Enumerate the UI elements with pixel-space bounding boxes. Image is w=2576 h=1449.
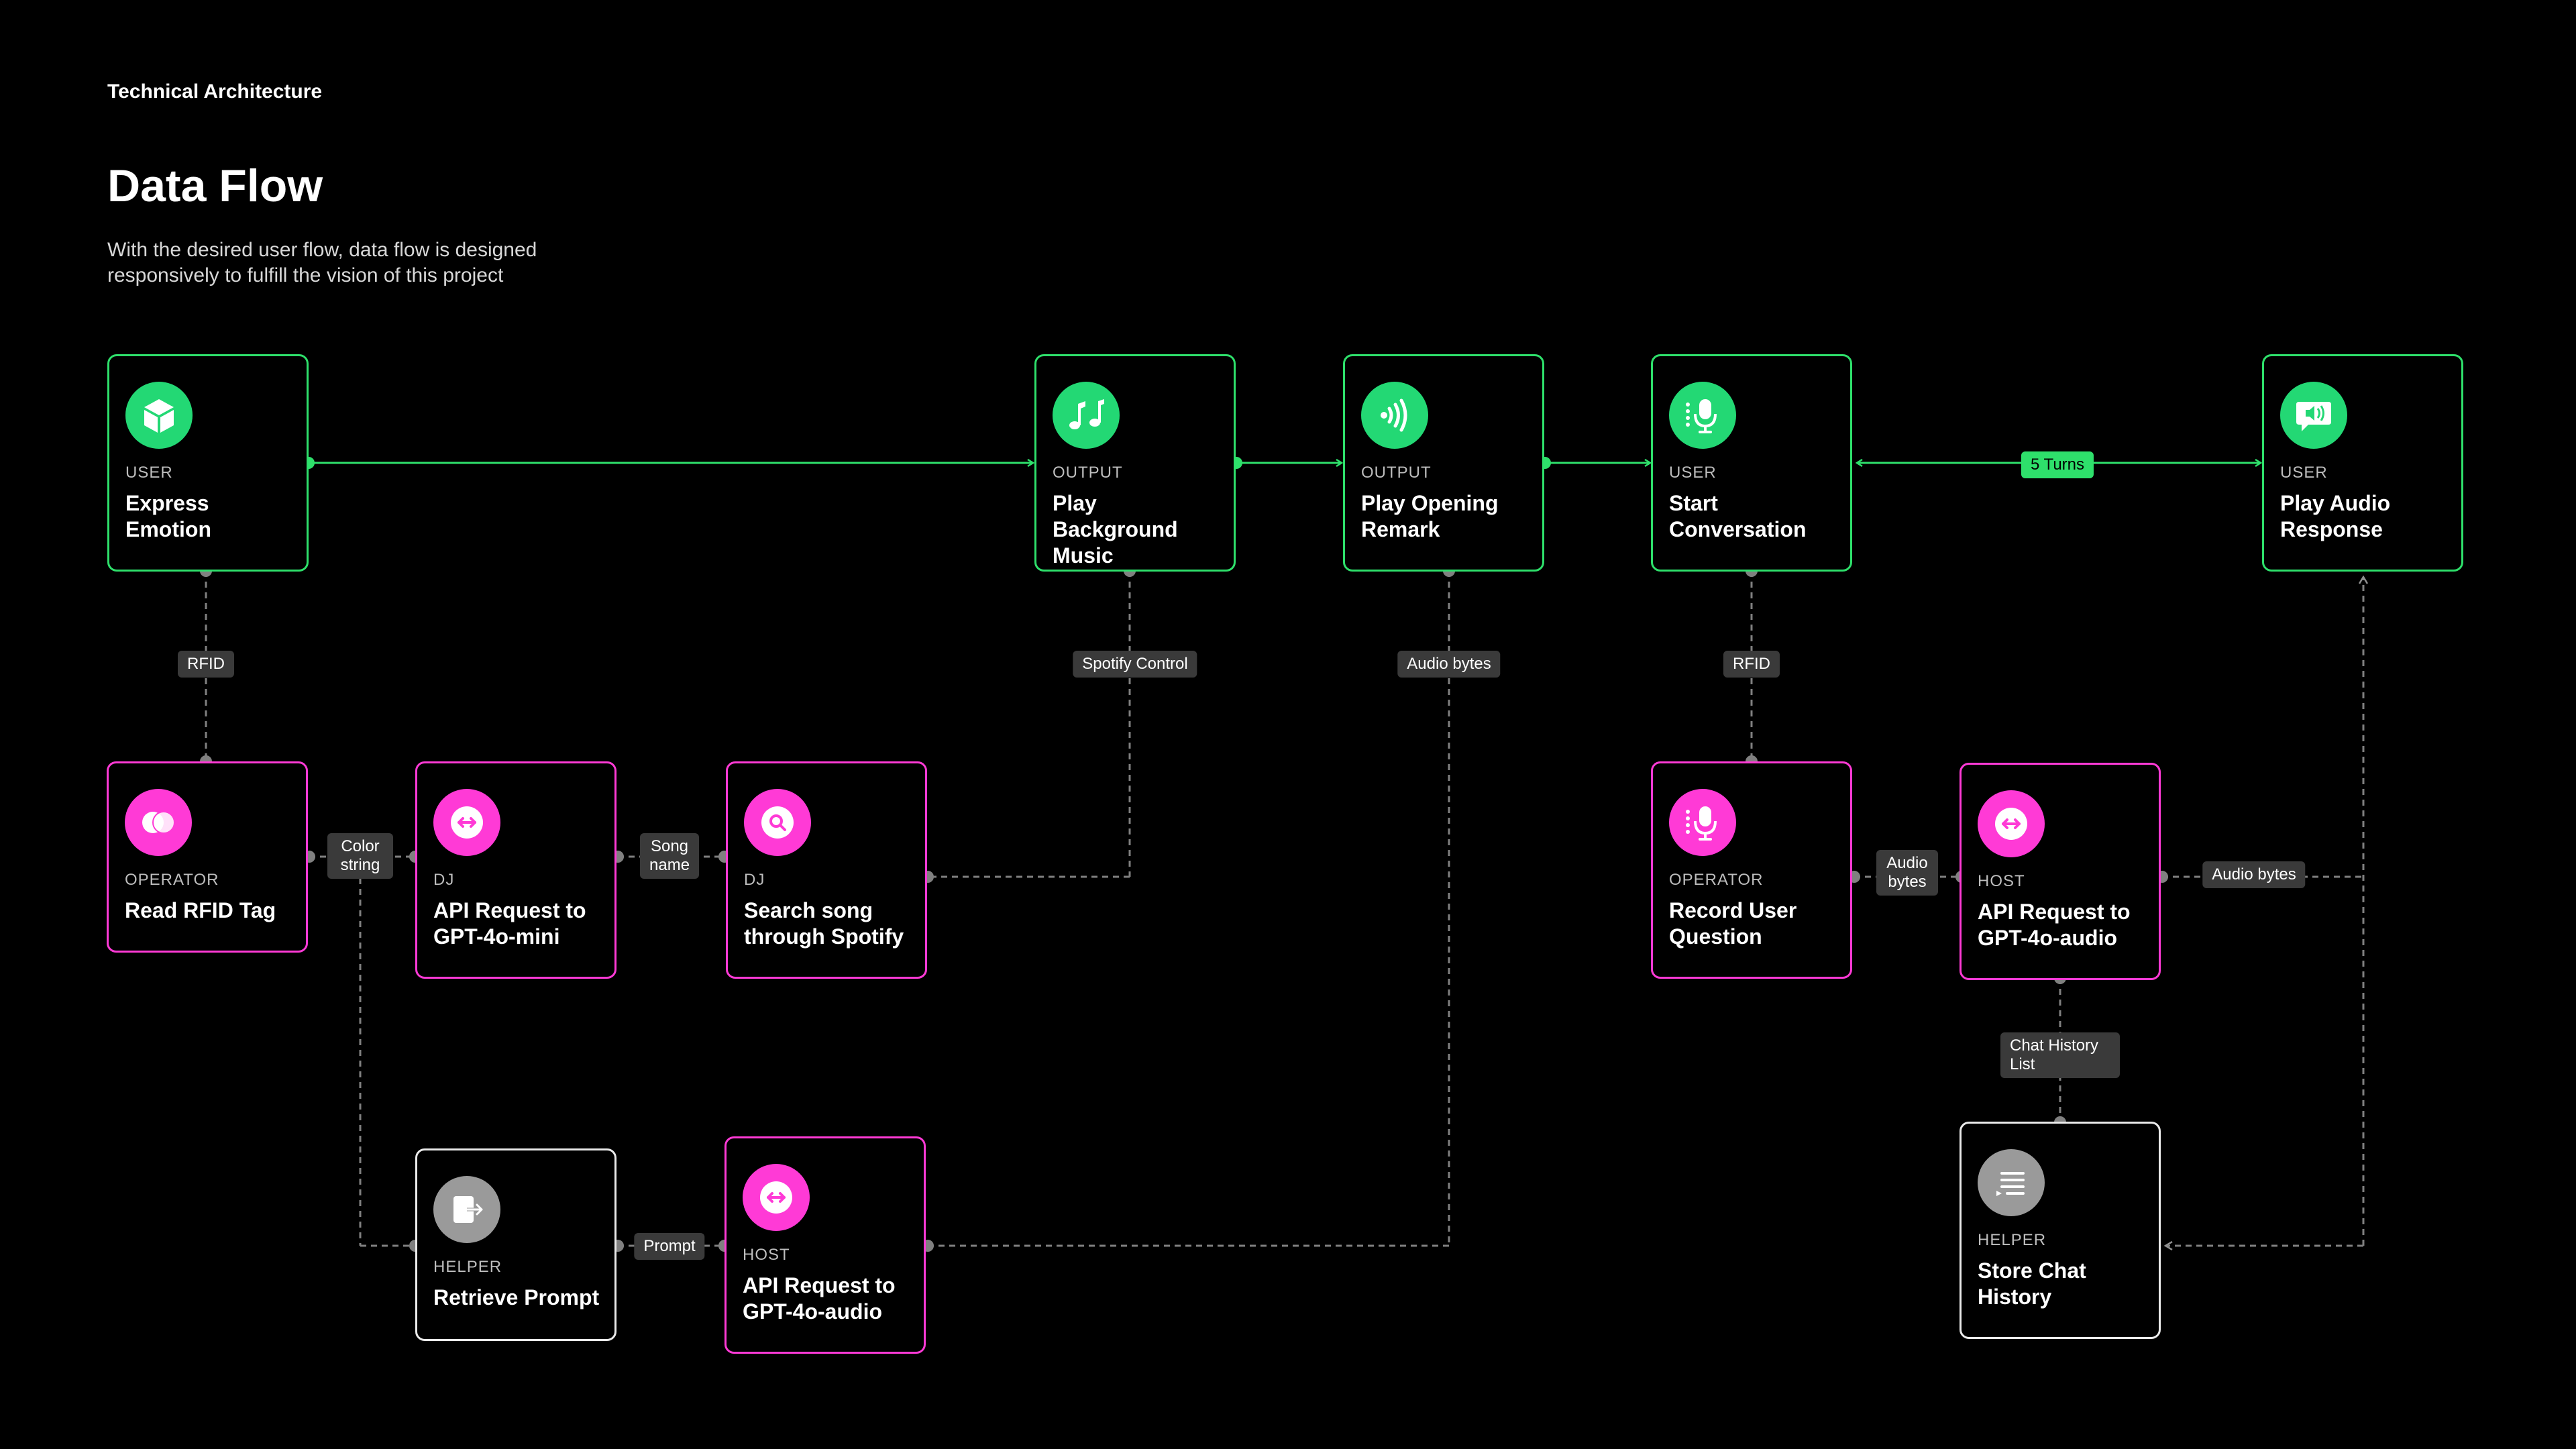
- node-role: HELPER: [1978, 1231, 2047, 1249]
- node-api-request-gpt4o-mini[interactable]: DJ API Request to GPT-4o-mini: [415, 761, 616, 979]
- api-arrows-icon: [1978, 790, 2045, 857]
- node-title: Play Background Music: [1053, 491, 1178, 568]
- label-chat-history-list: Chat History List: [2000, 1032, 2120, 1078]
- search-icon: [744, 789, 811, 856]
- page-subtitle: With the desired user flow, data flow is…: [107, 239, 537, 286]
- node-title: Play Audio Response: [2280, 491, 2391, 541]
- label-rfid-2: RFID: [1723, 651, 1780, 678]
- node-role: OPERATOR: [125, 871, 219, 889]
- node-api-request-gpt4o-audio-left[interactable]: HOST API Request to GPT-4o-audio: [724, 1136, 926, 1354]
- node-title: Search song through Spotify: [744, 898, 904, 949]
- node-role: HOST: [743, 1246, 790, 1264]
- node-play-audio-response[interactable]: USER Play Audio Response: [2262, 354, 2463, 572]
- label-prompt: Prompt: [634, 1233, 705, 1260]
- node-retrieve-prompt[interactable]: HELPER Retrieve Prompt: [415, 1148, 616, 1341]
- node-role: USER: [2280, 464, 2328, 482]
- label-rfid-1: RFID: [178, 651, 234, 678]
- music-notes-icon: [1053, 382, 1120, 449]
- eyebrow: Technical Architecture: [107, 80, 323, 103]
- node-title: Play Opening Remark: [1361, 491, 1499, 541]
- node-role: HOST: [1978, 872, 2025, 890]
- label-five-turns: 5 Turns: [2021, 451, 2094, 478]
- label-audio-bytes-1: Audio bytes: [1397, 651, 1501, 678]
- list-icon: [1978, 1149, 2045, 1216]
- node-title: API Request to GPT-4o-audio: [743, 1273, 896, 1324]
- node-role: OUTPUT: [1053, 464, 1123, 482]
- node-express-emotion[interactable]: USER Express Emotion: [107, 354, 309, 572]
- api-arrows-icon: [743, 1164, 810, 1231]
- node-title: API Request to GPT-4o-audio: [1978, 900, 2131, 950]
- api-arrows-icon: [433, 789, 500, 856]
- speech-speaker-icon: [2280, 382, 2347, 449]
- label-audio-bytes-3: Audio bytes: [2202, 861, 2306, 888]
- node-role: USER: [125, 464, 173, 482]
- node-read-rfid-tag[interactable]: OPERATOR Read RFID Tag: [107, 761, 308, 953]
- microphone-icon: [1669, 382, 1736, 449]
- label-audio-bytes-2: Audio bytes: [1876, 850, 1938, 896]
- cube-icon: [125, 382, 193, 449]
- node-role: DJ: [433, 871, 455, 889]
- node-search-song-spotify[interactable]: DJ Search song through Spotify: [726, 761, 927, 979]
- node-title: API Request to GPT-4o-mini: [433, 898, 586, 949]
- node-title: Express Emotion: [125, 491, 211, 541]
- export-icon: [433, 1176, 500, 1243]
- node-title: Store Chat History: [1978, 1258, 2086, 1309]
- node-title: Read RFID Tag: [125, 898, 276, 922]
- node-record-user-question[interactable]: OPERATOR Record User Question: [1651, 761, 1852, 979]
- node-role: HELPER: [433, 1258, 502, 1276]
- label-color-string: Color string: [327, 833, 393, 879]
- label-spotify-control: Spotify Control: [1073, 651, 1197, 678]
- node-title: Retrieve Prompt: [433, 1285, 600, 1309]
- node-start-conversation[interactable]: USER Start Conversation: [1651, 354, 1852, 572]
- node-play-background-music[interactable]: OUTPUT Play Background Music: [1034, 354, 1236, 572]
- node-role: OPERATOR: [1669, 871, 1764, 889]
- page-title: Data Flow: [107, 160, 323, 211]
- microphone-icon: [1669, 789, 1736, 856]
- node-role: OUTPUT: [1361, 464, 1432, 482]
- node-play-opening-remark[interactable]: OUTPUT Play Opening Remark: [1343, 354, 1544, 572]
- node-store-chat-history[interactable]: HELPER Store Chat History: [1960, 1122, 2161, 1339]
- label-song-name: Song name: [640, 833, 699, 879]
- node-title: Record User Question: [1669, 898, 1797, 949]
- node-title: Start Conversation: [1669, 491, 1807, 541]
- node-role: USER: [1669, 464, 1717, 482]
- node-role: DJ: [744, 871, 765, 889]
- sound-waves-icon: [1361, 382, 1428, 449]
- overlapping-circles-icon: [125, 789, 192, 856]
- node-api-request-gpt4o-audio-right[interactable]: HOST API Request to GPT-4o-audio: [1960, 763, 2161, 980]
